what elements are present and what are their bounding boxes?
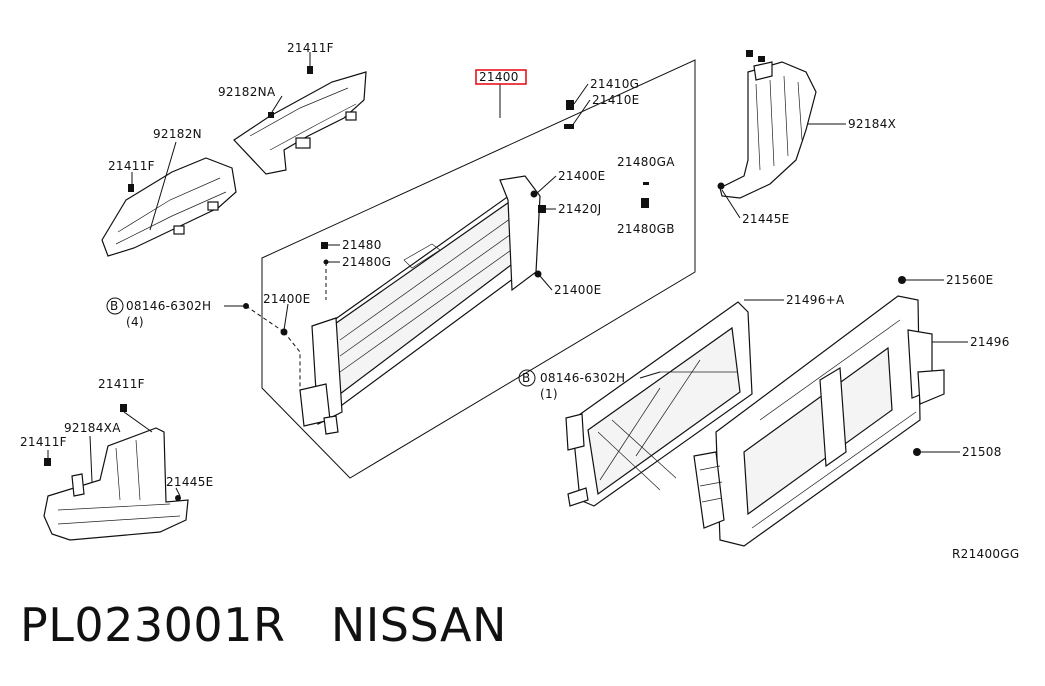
callout-21400[interactable]: 21400 xyxy=(479,70,519,84)
side-guide-92184XA[interactable] xyxy=(43,427,189,541)
fastener-group-upper-left xyxy=(128,66,313,192)
side-guide-92184X[interactable] xyxy=(719,61,817,199)
callout-21480[interactable]: 21480 xyxy=(342,238,382,252)
circle-b-left-label: B xyxy=(110,299,119,313)
core-support-21496[interactable] xyxy=(693,295,945,547)
assembly-outline xyxy=(261,59,696,479)
air-guide-92182NA[interactable] xyxy=(233,71,367,175)
callout-qty-1: (1) xyxy=(540,387,558,401)
fastener-group-support xyxy=(898,276,921,456)
callout-qty-4: (4) xyxy=(126,315,144,329)
caption: PL023001R NISSAN xyxy=(20,598,507,652)
callout-08146-mid[interactable]: 08146-6302H xyxy=(540,371,625,385)
callout-08146-left[interactable]: 08146-6302H xyxy=(126,299,211,313)
callout-21560E[interactable]: 21560E xyxy=(946,273,994,287)
callout-92184X[interactable]: 92184X xyxy=(848,117,896,131)
highlight-box-21400 xyxy=(475,69,527,85)
callout-21420J[interactable]: 21420J xyxy=(558,202,602,216)
callout-21496A[interactable]: 21496+A xyxy=(786,293,845,307)
parts-diagram: 21400 21 xyxy=(20,41,1020,561)
circle-b-mid-icon xyxy=(518,369,536,387)
callout-21400E-b[interactable]: 21400E xyxy=(263,292,311,306)
callout-21400E-c[interactable]: 21400E xyxy=(554,283,602,297)
callout-21411F-top[interactable]: 21411F xyxy=(287,41,334,55)
callout-21480G[interactable]: 21480G xyxy=(342,255,391,269)
radiator[interactable] xyxy=(299,175,541,435)
caption-part-number: PL023001R xyxy=(20,598,286,652)
callout-21410G[interactable]: 21410G xyxy=(590,77,639,91)
fastener-group-upper-right xyxy=(717,50,765,190)
callout-21480GA[interactable]: 21480GA xyxy=(617,155,675,169)
air-guide-92182N[interactable] xyxy=(101,157,237,257)
fan-shroud-21496A[interactable] xyxy=(565,301,753,507)
callout-21445E-low[interactable]: 21445E xyxy=(166,475,214,489)
caption-brand: NISSAN xyxy=(330,598,507,652)
circle-b-mid-label: B xyxy=(522,371,531,385)
reference-number: R21400GG xyxy=(952,547,1020,561)
callout-21410E[interactable]: 21410E xyxy=(592,93,640,107)
callout-92182NA[interactable]: 92182NA xyxy=(218,85,276,99)
callout-21411F-low[interactable]: 21411F xyxy=(98,377,145,391)
callout-21480GB[interactable]: 21480GB xyxy=(617,222,675,236)
callout-92182N[interactable]: 92182N xyxy=(153,127,202,141)
circle-b-left-icon xyxy=(106,297,124,315)
callout-21411F-low2[interactable]: 21411F xyxy=(20,435,67,449)
callout-21400E-a[interactable]: 21400E xyxy=(558,169,606,183)
fastener-group-lower-left xyxy=(44,404,181,501)
callout-92184XA[interactable]: 92184XA xyxy=(64,421,121,435)
callout-21508[interactable]: 21508 xyxy=(962,445,1002,459)
callout-21496[interactable]: 21496 xyxy=(970,335,1010,349)
leader-lines-assembly xyxy=(224,83,591,331)
callout-21411F-left[interactable]: 21411F xyxy=(108,159,155,173)
callout-21445E-top[interactable]: 21445E xyxy=(742,212,790,226)
